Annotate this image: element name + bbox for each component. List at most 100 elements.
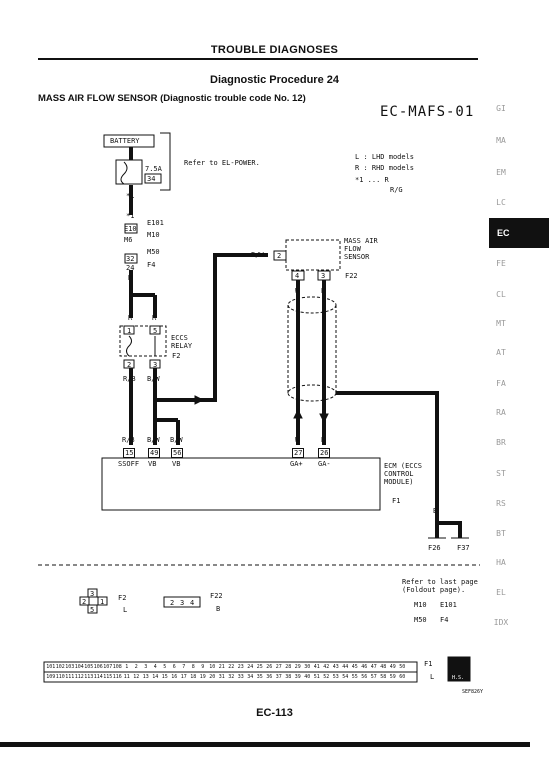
f22-pin-4: 4	[190, 599, 195, 607]
ecm-connector-pin: 104	[74, 664, 84, 670]
maf-pin-2: 2	[277, 252, 282, 260]
maf-wire-b: B	[321, 287, 326, 295]
ecm-label-vb1: VB	[148, 460, 157, 468]
ecm-label-ga-minus: GA-	[318, 460, 331, 468]
relay-pin-2: 2	[127, 361, 132, 369]
ecm-connector-pin: 60	[399, 674, 406, 680]
page-header: TROUBLE DIAGNOSES	[210, 44, 339, 56]
ecm-connector-pin: 51	[313, 674, 320, 680]
ecm-connector-pin: 26	[266, 664, 273, 670]
conn-f4: F4	[147, 261, 156, 269]
pin-32: 32	[126, 255, 135, 263]
ecm-connector-pin: 52	[323, 674, 330, 680]
star1-bottom: *1	[126, 212, 135, 220]
ecm-connector-pin: 13	[142, 674, 149, 680]
ref-code: SEF826Y	[462, 689, 484, 695]
ground-f26: F26	[428, 544, 441, 552]
sidebar-item-rs[interactable]: RS	[496, 499, 506, 508]
procedure-subtitle: MASS AIR FLOW SENSOR (Diagnostic trouble…	[38, 93, 306, 104]
legend-note-r: R/G	[390, 186, 403, 194]
ecm-connector-pin: 24	[247, 664, 254, 670]
ecm-connector-pin: 48	[380, 664, 387, 670]
refer-foldout: Refer to last page (Foldout page).	[402, 578, 478, 594]
header-rule	[38, 58, 478, 60]
ecm-connector-pin: 6	[172, 664, 176, 670]
sidebar-item-ha[interactable]: HA	[496, 558, 506, 567]
ecm-connector-pin: 31	[218, 674, 225, 680]
ecm-connector-pin: 109	[46, 674, 56, 680]
f2-pin-1: 1	[100, 598, 105, 606]
f22-conn: F22	[210, 592, 223, 600]
conn-e101: E101	[147, 219, 164, 227]
f2-pin-5: 5	[90, 606, 95, 614]
sidebar-item-em[interactable]: EM	[496, 168, 506, 177]
ecm-connector-pin: 1	[125, 664, 129, 670]
f2-color: L	[123, 606, 128, 614]
ecm-connector-pin: 25	[256, 664, 263, 670]
maf-wire-w: W	[295, 287, 300, 295]
ecm-connector-pin: 28	[285, 664, 292, 670]
sidebar-item-lc[interactable]: LC	[496, 198, 506, 207]
ecm-connector-pin: 2	[134, 664, 138, 670]
legend-rhd: R : RHD models	[355, 164, 415, 172]
ecm-connector-pin: 57	[370, 674, 377, 680]
relay-box	[119, 325, 167, 357]
ecm-connector-pin: 19	[199, 674, 206, 680]
ecm-connector-pin: 4	[153, 664, 157, 670]
refer-e101: E101	[440, 601, 457, 609]
relay-conn: F2	[172, 352, 181, 360]
ecm-wire-26: B	[321, 436, 326, 444]
ecm-label-vb2: VB	[172, 460, 181, 468]
sidebar-item-at[interactable]: AT	[496, 348, 506, 357]
ecm-conn-color: L	[430, 673, 435, 681]
ecm-connector-pin: 114	[93, 674, 103, 680]
hs-badge: H.S.	[452, 675, 465, 681]
maf-pin-3: 3	[321, 272, 326, 280]
sidebar-item-ma[interactable]: MA	[496, 136, 506, 145]
ecm-connector-pin: 16	[171, 674, 178, 680]
page-number: EC-113	[256, 707, 293, 719]
bottom-bar	[0, 742, 530, 747]
sidebar-item-mt[interactable]: MT	[496, 319, 506, 328]
ecm-connector-pin: 14	[152, 674, 159, 680]
ecm-connector-pin: 107	[103, 664, 113, 670]
fuse-number: 34	[147, 175, 156, 183]
sidebar-item-br[interactable]: BR	[496, 438, 506, 447]
pin-e10: E10	[124, 225, 137, 233]
sidebar-item-ec-active[interactable]: EC	[489, 218, 549, 248]
sidebar-item-st[interactable]: ST	[496, 469, 506, 478]
sidebar-item-cl[interactable]: CL	[496, 290, 506, 299]
ecm-pin-56: 56	[171, 448, 184, 458]
conn-m50: M50	[147, 248, 160, 256]
sidebar-item-fa[interactable]: FA	[496, 379, 506, 388]
ecm-pin-15: 15	[123, 448, 136, 458]
maf-wire-in: B/W	[251, 251, 264, 259]
sidebar-item-ra[interactable]: RA	[496, 408, 506, 417]
maf-conn: F22	[345, 272, 358, 280]
ecm-wire-27: W	[295, 436, 300, 444]
sidebar-item-el[interactable]: EL	[496, 588, 506, 597]
sidebar-item-fe[interactable]: FE	[496, 259, 506, 268]
ecm-connector-pin: 9	[201, 664, 205, 670]
fuse-box	[115, 159, 143, 185]
refer-power: Refer to EL-POWER.	[184, 159, 260, 167]
ecm-connector-pin: 7	[182, 664, 186, 670]
ecm-connector-pin: 40	[304, 674, 311, 680]
maf-pin-4: 4	[295, 272, 300, 280]
ecm-label-ga-plus: GA+	[290, 460, 303, 468]
f22-pin-3: 3	[180, 599, 185, 607]
ecm-connector-pin: 22	[228, 664, 235, 670]
legend-lhd: L : LHD models	[355, 153, 415, 161]
ecm-connector-pin: 17	[180, 674, 187, 680]
conn-m10: M10	[147, 231, 160, 239]
ecm-connector-pin: 37	[275, 674, 282, 680]
ecm-connector-pin: 35	[256, 674, 263, 680]
sidebar-item-bt[interactable]: BT	[496, 529, 506, 538]
sidebar-item-gi[interactable]: GI	[496, 104, 506, 113]
ecm-connector-pin: 111	[65, 674, 75, 680]
pin-24: 24	[126, 264, 135, 272]
ecm-connector-pin: 45	[351, 664, 358, 670]
ecm-connector-pin: 20	[209, 674, 216, 680]
ecm-name: ECM (ECCS CONTROL MODULE)	[384, 462, 422, 486]
sidebar-item-idx[interactable]: IDX	[493, 618, 509, 627]
